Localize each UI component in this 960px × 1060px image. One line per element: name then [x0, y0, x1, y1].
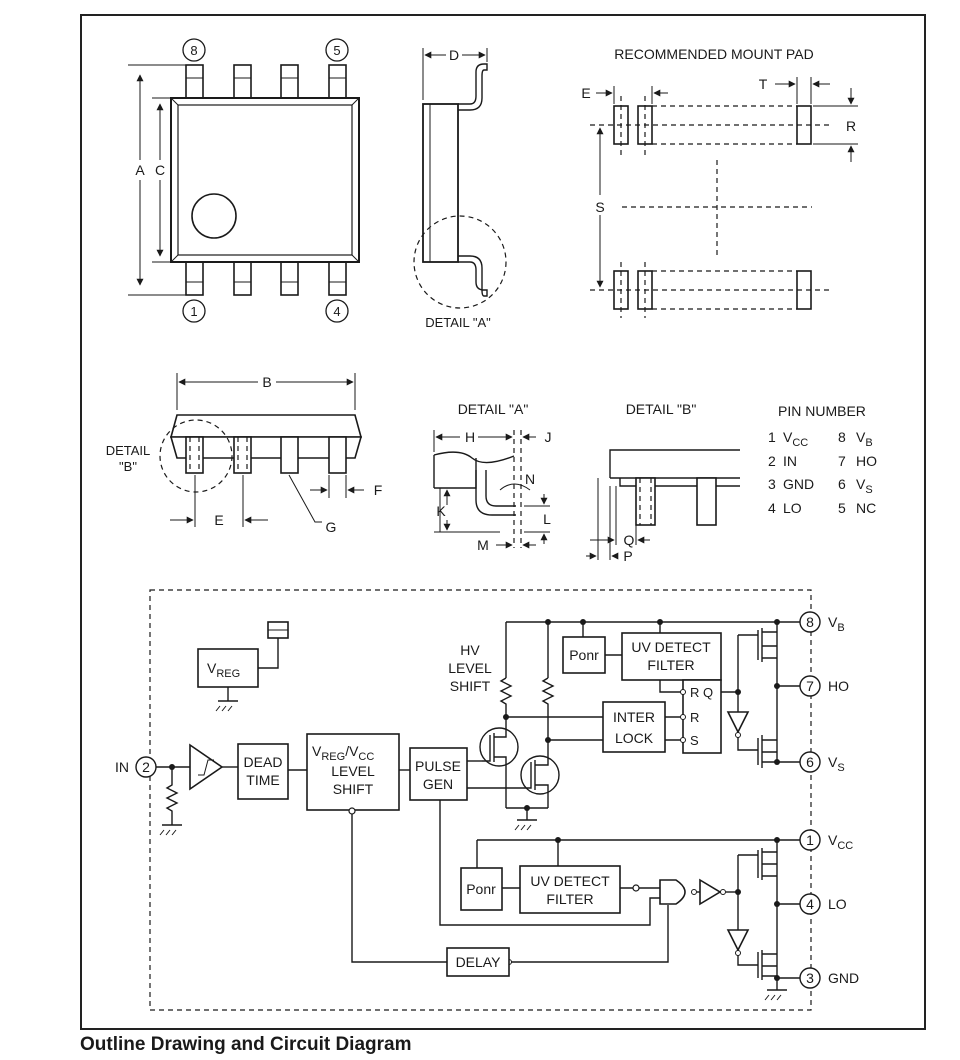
side-view: DETAIL "A" D — [413, 47, 507, 330]
svg-text:1: 1 — [806, 832, 814, 848]
svg-text:8: 8 — [806, 614, 814, 630]
svg-text:VB: VB — [828, 614, 845, 634]
mount-pad: RECOMMENDED MOUNT PAD E T R S — [581, 46, 858, 318]
svg-text:VS: VS — [828, 754, 845, 774]
svg-text:SHIFT: SHIFT — [333, 781, 374, 797]
svg-text:VREG/VCC: VREG/VCC — [312, 743, 374, 763]
svg-text:FILTER: FILTER — [546, 891, 593, 907]
svg-text:R: R — [690, 710, 699, 725]
detail-a-m-label: M — [477, 537, 489, 553]
dim-a-label: A — [135, 162, 145, 178]
svg-text:7: 7 — [838, 453, 846, 469]
pin-in-num: 2 — [142, 759, 150, 775]
dead-time-block — [237, 743, 289, 800]
detail-a-l-label: L — [543, 511, 551, 527]
svg-text:DELAY: DELAY — [456, 954, 502, 970]
svg-text:4: 4 — [806, 896, 814, 912]
pin-row-1-left-num: 1 — [768, 429, 776, 445]
svg-text:LOCK: LOCK — [615, 730, 654, 746]
svg-text:Ponr: Ponr — [569, 647, 599, 663]
detail-b-callout-line1: DETAIL — [106, 443, 151, 458]
dim-b-label: B — [262, 374, 271, 390]
svg-text:LO: LO — [828, 896, 847, 912]
svg-text:TIME: TIME — [246, 772, 279, 788]
mount-dim-s-label: S — [595, 199, 604, 215]
detail-a-callout: DETAIL "A" — [425, 315, 491, 330]
mount-pad-title: RECOMMENDED MOUNT PAD — [614, 46, 813, 62]
svg-text:LO: LO — [783, 500, 802, 516]
detail-b-q-label: Q — [624, 532, 635, 548]
svg-text:UV DETECT: UV DETECT — [530, 873, 610, 889]
detail-a-h-label: H — [465, 429, 475, 445]
pin-label-4: 4 — [333, 304, 340, 319]
svg-text:VS: VS — [856, 476, 873, 496]
svg-text:2: 2 — [768, 453, 776, 469]
top-view: 8 5 1 4 A C — [128, 38, 360, 323]
detail-a-j-label: J — [545, 429, 552, 445]
svg-text:VREG: VREG — [207, 660, 240, 680]
svg-text:S: S — [690, 733, 699, 748]
mount-dim-e-label: E — [581, 85, 590, 101]
dim-d-label: D — [449, 47, 459, 63]
svg-text:HV: HV — [460, 642, 480, 658]
detail-b-view: DETAIL "B" Q P — [586, 401, 740, 564]
svg-text:HO: HO — [856, 453, 877, 469]
pin-number-table: PIN NUMBER 1 VCC 8 VB 2 IN 7 HO 3 GND 6 … — [768, 403, 877, 516]
svg-text:GND: GND — [783, 476, 814, 492]
svg-text:INTER: INTER — [613, 709, 655, 725]
svg-text:Ponr: Ponr — [466, 881, 496, 897]
svg-text:8: 8 — [838, 429, 846, 445]
detail-b-p-label: P — [623, 548, 632, 564]
pin-label-1: 1 — [190, 304, 197, 319]
svg-text:GND: GND — [828, 970, 859, 986]
pin-table-title: PIN NUMBER — [778, 403, 866, 419]
svg-text:VCC: VCC — [783, 429, 808, 449]
svg-text:SHIFT: SHIFT — [450, 678, 491, 694]
svg-text:6: 6 — [838, 476, 846, 492]
front-dim-e-label: E — [214, 512, 223, 528]
svg-text:R Q: R Q — [690, 685, 713, 700]
svg-text:HO: HO — [828, 678, 849, 694]
dim-f-label: F — [374, 482, 383, 498]
mount-dim-t-label: T — [759, 76, 768, 92]
svg-text:FILTER: FILTER — [647, 657, 694, 673]
circuit-diagram: VREG 2 IN DEAD TIME VREG/VCC LEVEL SHIFT… — [115, 589, 859, 1011]
svg-text:7: 7 — [806, 678, 814, 694]
svg-text:5: 5 — [838, 500, 846, 516]
front-view: B DETAIL "B" E F G — [106, 373, 383, 535]
svg-text:VB: VB — [856, 429, 873, 449]
detail-a-k-label: K — [436, 503, 446, 519]
mount-dim-r-label: R — [846, 118, 856, 134]
svg-text:3: 3 — [768, 476, 776, 492]
svg-text:IN: IN — [783, 453, 797, 469]
pulse-gen-block — [409, 747, 468, 801]
svg-text:UV DETECT: UV DETECT — [631, 639, 711, 655]
pin-in-label: IN — [115, 759, 129, 775]
svg-text:3: 3 — [806, 970, 814, 986]
svg-text:DEAD: DEAD — [244, 754, 283, 770]
dim-g-label: G — [326, 519, 337, 535]
svg-text:4: 4 — [768, 500, 776, 516]
pin-label-8: 8 — [190, 43, 197, 58]
svg-text:VCC: VCC — [828, 832, 853, 852]
dim-c-label: C — [155, 162, 165, 178]
detail-a-view: DETAIL "A" H J K N L M — [433, 401, 552, 553]
svg-text:LEVEL: LEVEL — [448, 660, 492, 676]
detail-a-title: DETAIL "A" — [458, 401, 529, 417]
svg-text:6: 6 — [806, 754, 814, 770]
svg-text:PULSE: PULSE — [415, 758, 461, 774]
svg-text:LEVEL: LEVEL — [331, 763, 375, 779]
detail-b-title: DETAIL "B" — [626, 401, 697, 417]
svg-text:GEN: GEN — [423, 776, 453, 792]
detail-a-n-label: N — [525, 471, 535, 487]
pin-label-5: 5 — [333, 43, 340, 58]
svg-text:NC: NC — [856, 500, 876, 516]
figure-caption: Outline Drawing and Circuit Diagram — [80, 1034, 412, 1055]
level-shift-block — [306, 733, 400, 811]
detail-b-callout-line2: "B" — [119, 459, 137, 474]
figure-frame — [80, 14, 926, 1030]
